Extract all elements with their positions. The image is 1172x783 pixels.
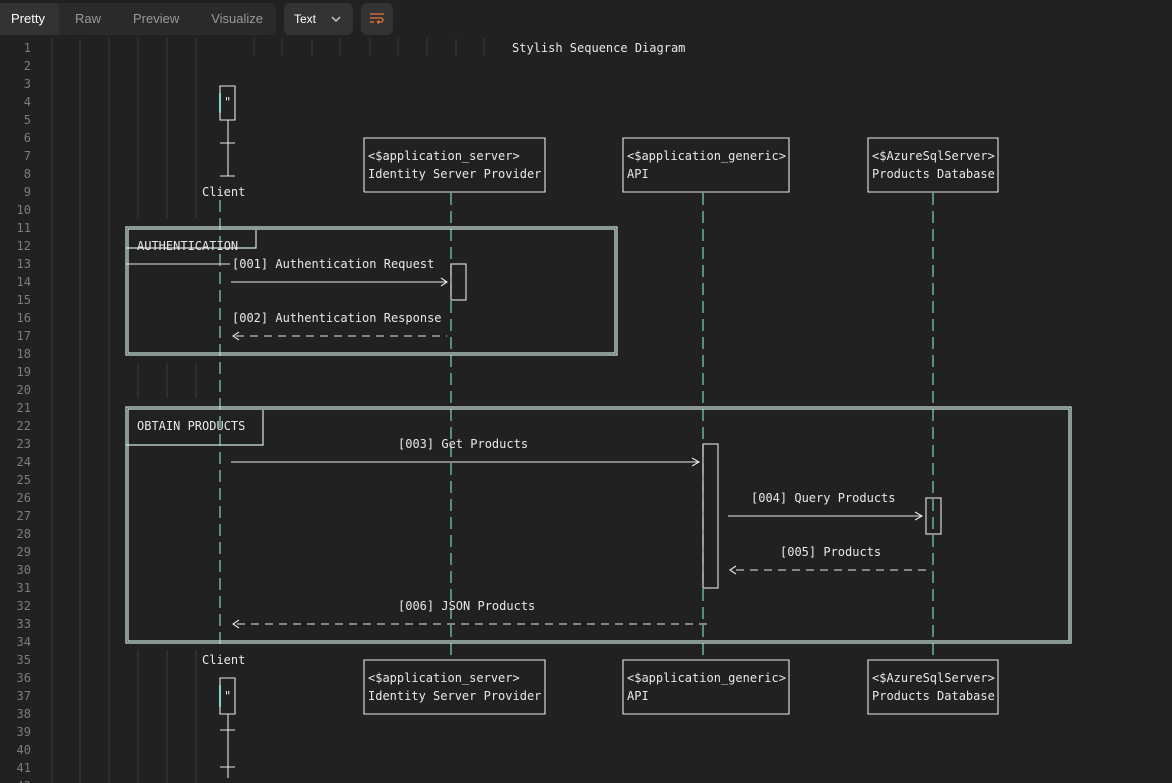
line-number: 13 (16, 257, 31, 271)
format-select[interactable]: Text (284, 3, 353, 35)
line-number: 42 (0, 777, 31, 783)
participant-database-name-top: Products Database (872, 167, 995, 181)
line-number: 41 (16, 761, 31, 775)
message-004: [004] Query Products (751, 491, 896, 505)
line-number: 3 (23, 77, 31, 91)
message-003: [003] Get Products (398, 437, 529, 451)
tab-preview[interactable]: Preview (132, 11, 180, 26)
line-number: 23 (16, 437, 31, 451)
line-number: 20 (16, 383, 31, 397)
participant-identity-stereotype-bottom: <$application_server> (368, 671, 520, 685)
line-number: 15 (16, 293, 31, 307)
tab-raw[interactable]: Raw (74, 11, 101, 26)
line-number: 17 (16, 329, 31, 343)
line-number: 32 (16, 599, 31, 613)
line-number: 27 (16, 509, 31, 523)
response-toolbar: Pretty Raw Preview Visualize Text (0, 0, 1172, 38)
line-number: 5 (23, 113, 31, 127)
message-006: [006] JSON Products (398, 599, 536, 613)
line-number: 39 (16, 725, 31, 739)
line-number: 35 (16, 653, 31, 667)
participant-identity-name-bottom: Identity Server Provider (368, 689, 542, 703)
line-number: 12 (16, 239, 31, 253)
line-number: 8 (23, 167, 31, 181)
line-number: 1 (23, 41, 31, 55)
participant-api-name-top: API (627, 167, 649, 181)
line-number: 9 (23, 185, 31, 199)
participant-identity-stereotype-top: <$application_server> (368, 149, 520, 163)
line-number: 25 (16, 473, 31, 487)
line-number: 22 (16, 419, 31, 433)
line-number: 10 (16, 203, 31, 217)
message-001: [001] Authentication Request (232, 257, 435, 271)
line-number: 14 (16, 275, 31, 289)
line-number: 40 (16, 743, 31, 757)
chevron-down-icon (331, 16, 341, 22)
line-number: 11 (16, 221, 31, 235)
line-number: 28 (16, 527, 31, 541)
line-number: 24 (16, 455, 31, 469)
participant-client-top: Client (202, 185, 246, 199)
group-obtain-products-label: OBTAIN PRODUCTS (137, 419, 246, 433)
line-number: 29 (16, 545, 31, 559)
participant-api-stereotype-top: <$application_generic> (627, 149, 786, 163)
group-authentication-label: AUTHENTICATION (137, 239, 239, 253)
line-number: 18 (16, 347, 31, 361)
line-number: 19 (16, 365, 31, 379)
wrap-lines-button[interactable] (361, 3, 393, 35)
participant-api-name-bottom: API (627, 689, 649, 703)
participant-database-stereotype-bottom: <$AzureSqlServer> (872, 671, 995, 685)
line-number: 2 (23, 59, 31, 73)
participant-database-stereotype-top: <$AzureSqlServer> (872, 149, 995, 163)
line-number: 30 (16, 563, 31, 577)
line-number: 37 (16, 689, 31, 703)
line-number: 38 (16, 707, 31, 721)
message-005: [005] Products (780, 545, 882, 559)
line-number: 16 (16, 311, 31, 325)
diagram-title: Stylish Sequence Diagram (512, 41, 686, 55)
line-number: 21 (16, 401, 31, 415)
line-number: 4 (23, 95, 31, 109)
actor-glyph-top: " (224, 95, 232, 109)
tab-pretty[interactable]: Pretty (0, 3, 59, 35)
participant-identity-name-top: Identity Server Provider (368, 167, 542, 181)
line-number: 31 (16, 581, 31, 595)
line-number: 7 (23, 149, 31, 163)
participant-api-stereotype-bottom: <$application_generic> (627, 671, 786, 685)
message-002: [002] Authentication Response (232, 311, 442, 325)
actor-glyph-bottom: " (224, 689, 232, 703)
line-number: 33 (16, 617, 31, 631)
line-number: 6 (23, 131, 31, 145)
line-number: 36 (16, 671, 31, 685)
line-number: 26 (16, 491, 31, 505)
line-number: 34 (16, 635, 31, 649)
view-tab-group: Pretty Raw Preview Visualize (0, 3, 276, 35)
format-select-label: Text (294, 12, 317, 26)
diagram-drawing (51, 38, 1072, 783)
participant-database-name-bottom: Products Database (872, 689, 995, 703)
participant-client-bottom: Client (202, 653, 246, 667)
tab-visualize[interactable]: Visualize (211, 11, 264, 26)
wrap-lines-icon (370, 13, 384, 24)
